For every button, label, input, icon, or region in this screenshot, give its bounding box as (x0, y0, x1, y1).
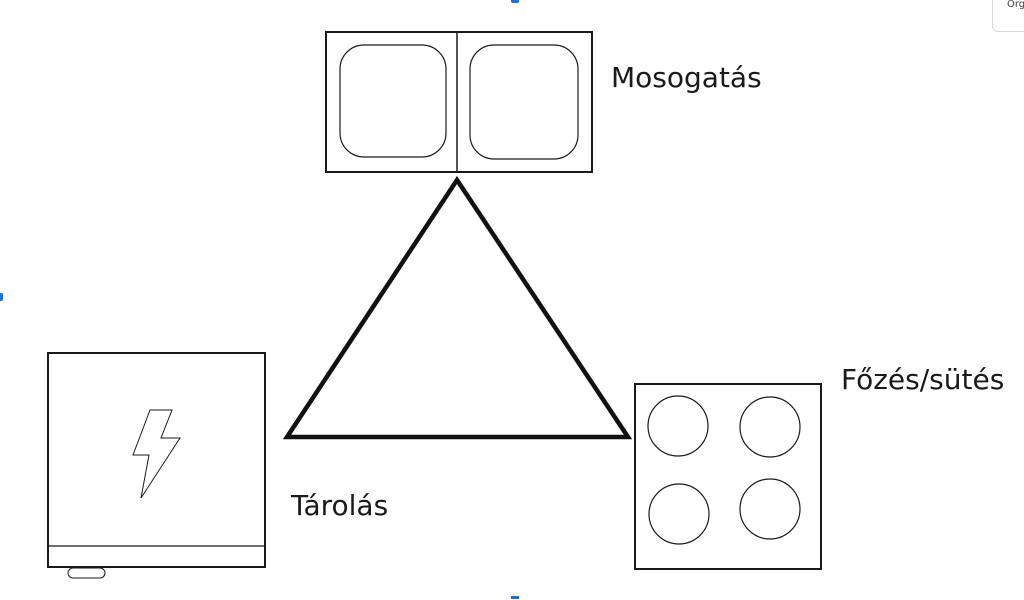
burner (647, 395, 709, 457)
selection-handle-bottom[interactable] (511, 596, 519, 599)
burner (648, 483, 710, 545)
refrigerator-icon (47, 352, 266, 579)
burner (739, 478, 801, 540)
corner-panel-text: Org (1007, 0, 1024, 10)
cooking-label: Főzés/sütés (841, 363, 1005, 396)
storage-label: Tárolás (291, 489, 389, 522)
lightning-bolt-icon (132, 409, 181, 499)
corner-panel[interactable]: Org (992, 0, 1024, 32)
cooktop-icon (634, 383, 822, 570)
selection-handle-top[interactable] (511, 0, 519, 3)
burner (739, 396, 801, 458)
selection-handle-left[interactable] (0, 293, 3, 301)
work-triangle (282, 175, 633, 440)
washing-label: Mosogatás (611, 61, 762, 94)
double-sink-icon (325, 31, 593, 173)
